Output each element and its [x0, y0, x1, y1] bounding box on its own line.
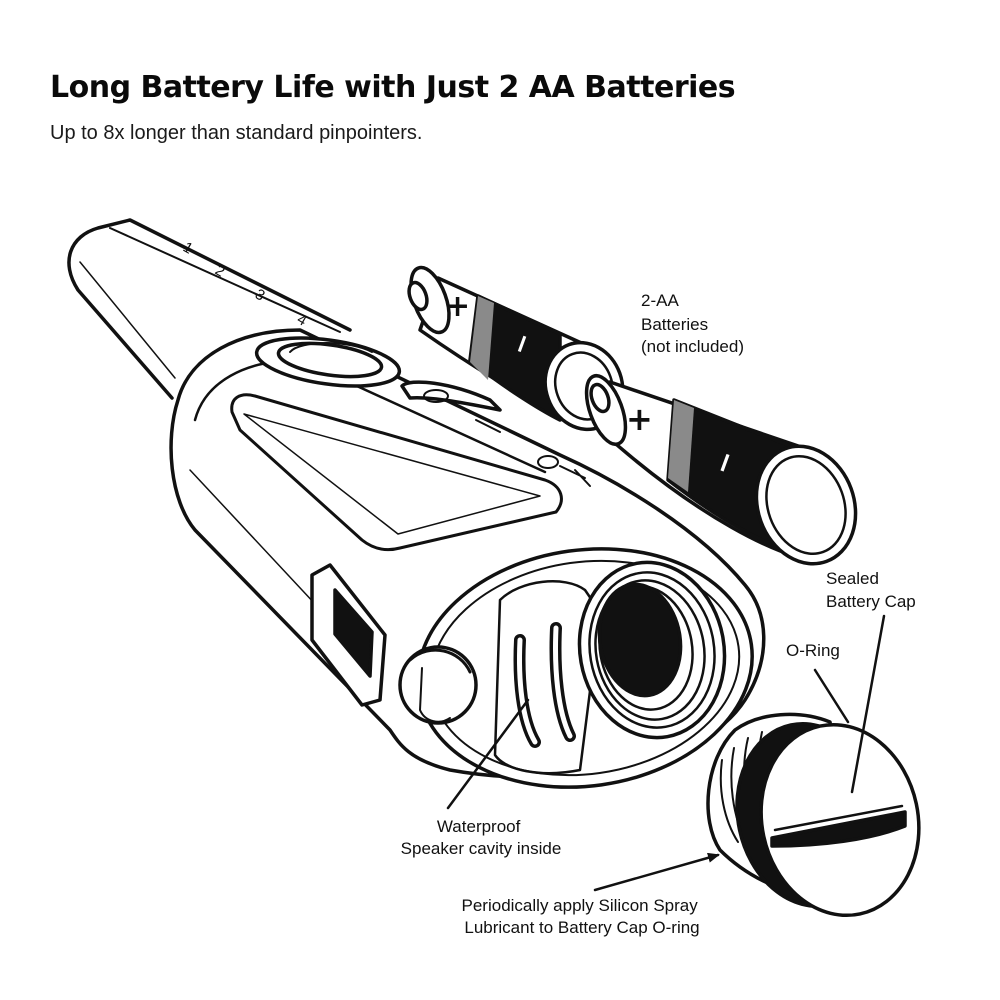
aa-battery-2: + − — [584, 373, 858, 566]
battery-compartment — [577, 560, 727, 740]
page-subtitle: Up to 8x longer than standard pinpointer… — [50, 122, 423, 144]
speaker-label-line-2: Speaker cavity inside — [401, 839, 562, 858]
power-button — [254, 336, 402, 388]
speaker-leader-line — [446, 698, 530, 810]
battery-cap-label: Sealed Battery Cap — [826, 569, 916, 611]
lubricant-label: Periodically apply Silicon Spray Lubrica… — [462, 896, 703, 937]
lubricant-label-line-2: Lubricant to Battery Cap O-ring — [464, 918, 699, 937]
lanyard-loop — [398, 645, 478, 725]
o-ring-label-line-1: O-Ring — [786, 641, 840, 660]
battery-1-plus-symbol: + — [445, 289, 470, 324]
battery-2-plus-symbol: + — [626, 400, 653, 438]
lubricant-label-line-1: Periodically apply Silicon Spray — [462, 896, 699, 915]
led-window — [310, 563, 387, 707]
batteries-label-line-1: 2-AA — [641, 291, 679, 310]
batteries-label-line-2: Batteries — [641, 315, 708, 334]
sensitivity-buttons — [400, 380, 591, 487]
batteries-label-line-3: (not included) — [641, 337, 744, 356]
speaker-label: Waterproof Speaker cavity inside — [401, 817, 562, 858]
battery-cap-leader-line — [850, 614, 886, 794]
o-ring-label: O-Ring — [786, 641, 840, 660]
battery-cap — [706, 712, 921, 918]
batteries-label: 2-AA Batteries (not included) — [641, 291, 744, 356]
page-title: Long Battery Life with Just 2 AA Batteri… — [50, 70, 736, 105]
speaker-label-line-1: Waterproof — [437, 817, 521, 836]
lubricant-arrow — [593, 852, 720, 892]
battery-cap-label-line-1: Sealed — [826, 569, 879, 588]
battery-cap-label-line-2: Battery Cap — [826, 592, 916, 611]
aa-battery-1: + − — [407, 265, 625, 432]
o-ring-leader-line — [813, 668, 850, 724]
